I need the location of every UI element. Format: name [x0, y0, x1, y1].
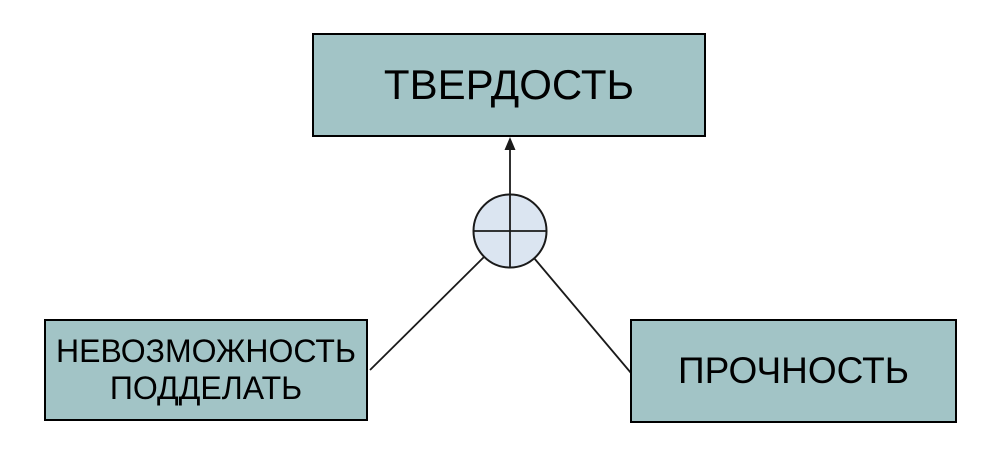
- node-durability: ПРОЧНОСТЬ: [630, 319, 957, 423]
- line-left-node-to-junction: [369, 255, 486, 371]
- junction-circle-plus-icon: [472, 193, 548, 269]
- node-impossible-to-forge: НЕВОЗМОЖНОСТЬ ПОДДЕЛАТЬ: [44, 319, 368, 421]
- node-impossible-to-forge-label-line2: ПОДДЕЛАТЬ: [109, 370, 303, 406]
- arrowhead-up-icon: [504, 137, 516, 150]
- line-right-node-to-junction: [533, 257, 632, 374]
- node-durability-label: ПРОЧНОСТЬ: [678, 349, 909, 391]
- node-hardness: ТВЕРДОСТЬ: [312, 33, 706, 137]
- node-hardness-label: ТВЕРДОСТЬ: [383, 60, 635, 108]
- node-impossible-to-forge-label-line1: НЕВОЗМОЖНОСТЬ: [56, 333, 356, 370]
